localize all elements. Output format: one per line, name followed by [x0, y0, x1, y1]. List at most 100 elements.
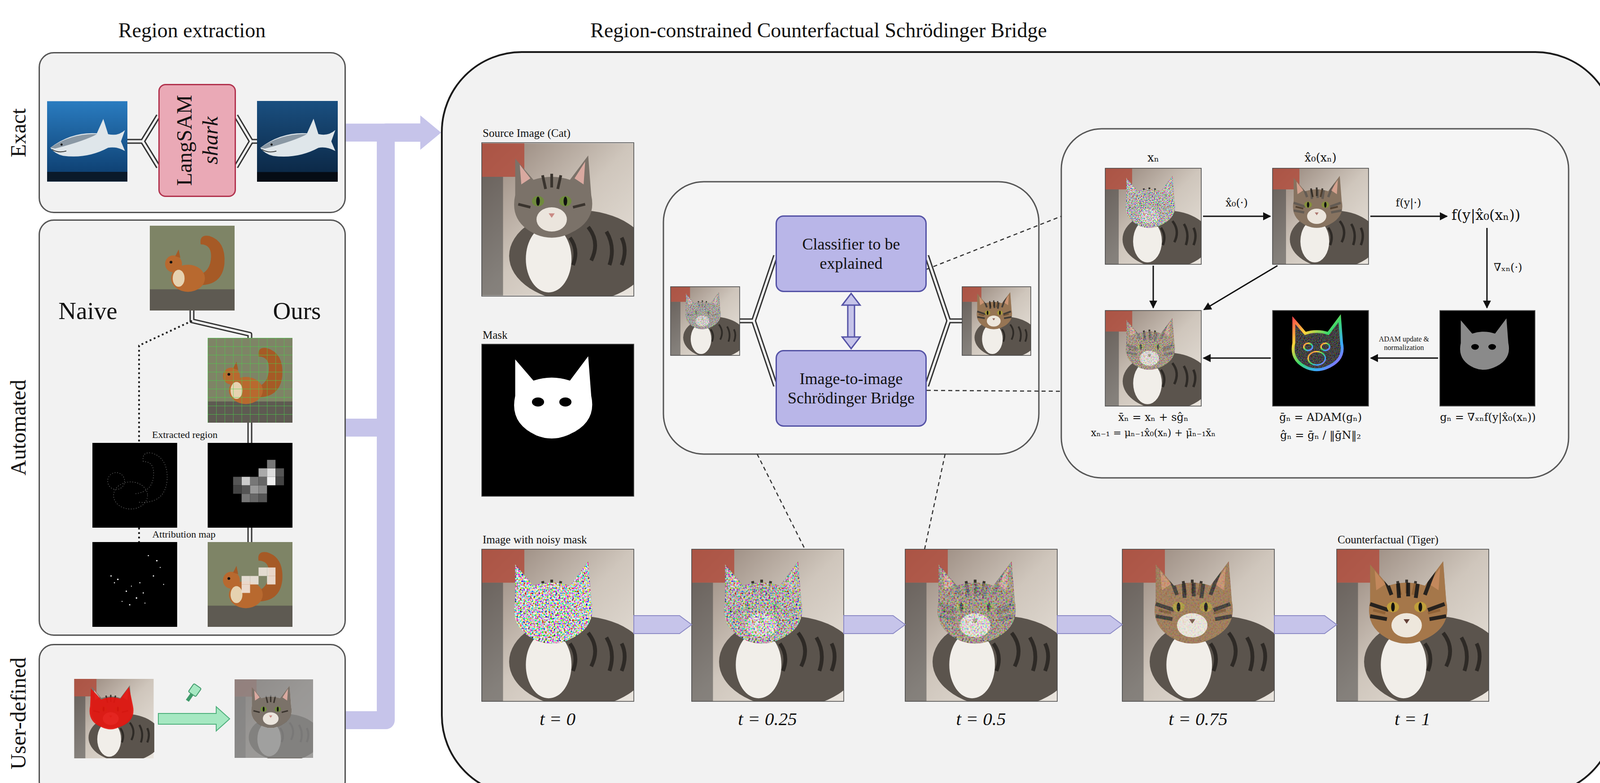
method-panel: ExactLangSAMshark — [38, 52, 346, 214]
connector — [345, 115, 441, 721]
drawing-rect — [1061, 128, 1569, 478]
drawing-path — [926, 320, 949, 386]
equation: ĝₙ = ḡₙ / ‖ḡN‖₂ — [1280, 428, 1361, 442]
drawing-use — [1105, 168, 1202, 265]
drawing-path — [753, 320, 776, 386]
drawing-path — [138, 527, 140, 542]
drawing-rect — [38, 643, 346, 783]
connector-bar — [848, 304, 855, 338]
math-label: f(y|x̂₀(xₙ)) — [1451, 206, 1521, 224]
drawing-polygon — [843, 615, 906, 634]
panel-heading: User-defined — [6, 657, 31, 770]
drawing-use — [1336, 549, 1505, 708]
label-holder: Image with noisy mask — [482, 532, 588, 547]
drawing-use — [207, 541, 293, 627]
label-holder: Source Image (Cat) — [482, 126, 571, 140]
drawing-use — [1439, 310, 1535, 406]
drawing-path — [235, 141, 252, 167]
method-name: Ours — [273, 296, 322, 325]
text-holder: Classifier to be explained — [785, 234, 917, 273]
drawing-path — [248, 527, 252, 542]
images — [47, 100, 1535, 762]
drawing-path — [739, 255, 776, 321]
image-caption: Source Image (Cat) — [482, 126, 571, 140]
drawing-path — [926, 255, 963, 321]
drawing-rect — [1105, 310, 1202, 406]
text-holder: Exact — [5, 108, 31, 157]
drawing-rect — [1105, 168, 1202, 265]
panel-grounds — [38, 51, 1600, 783]
drawing-use — [1272, 168, 1369, 265]
math-label: f(y|·) — [1395, 196, 1422, 210]
drawing-use — [149, 225, 235, 311]
time-step: t = 0.5 — [956, 708, 1007, 729]
label-holder: x̂₀(·) — [1225, 196, 1248, 210]
drawing-path — [1203, 357, 1271, 359]
box-text: Image-to-image Schrödinger Bridge — [785, 368, 917, 408]
drawing-use — [207, 442, 293, 528]
time-step: t = 0.25 — [737, 708, 797, 729]
drawing-use — [47, 101, 128, 182]
text-holder: User-defined — [5, 657, 31, 770]
arrow-head — [842, 293, 861, 306]
pipeline-panel: Region-constrained Counterfactual Schröd… — [440, 51, 1600, 783]
equation: ḡₙ = ADAM(gₙ) — [1279, 410, 1362, 424]
image-caption: Mask — [482, 328, 508, 341]
text-holder: Image-to-image Schrödinger Bridge — [785, 368, 917, 408]
drawing-rect — [481, 344, 634, 497]
drawing-path — [926, 216, 1062, 270]
drawing-path — [1370, 357, 1439, 359]
drawing-use — [1272, 168, 1378, 269]
drawing-use — [962, 286, 1031, 356]
drawing-path — [1152, 265, 1155, 308]
drawing-use — [691, 549, 844, 702]
label-holder: t = 0.5 — [956, 707, 1007, 730]
drawing-use — [92, 541, 178, 627]
drawing-path — [235, 115, 258, 142]
method-panel: User-defined — [38, 643, 346, 783]
drawing-use — [1336, 549, 1489, 702]
panel-heading: Region-constrained Counterfactual Schröd… — [590, 18, 1047, 42]
drawing-rect — [185, 693, 194, 702]
drawing-use — [234, 679, 322, 761]
drawing-use — [1105, 168, 1211, 269]
image-caption: Image with noisy mask — [482, 533, 588, 546]
drawing-path — [247, 527, 253, 542]
drawing-rect — [1122, 549, 1275, 702]
drawing-path — [127, 115, 159, 142]
label-holder: gₙ = ∇ₓₙf(y|x̂₀(xₙ)) — [1439, 410, 1536, 424]
drawing-use — [481, 549, 634, 702]
drawing-path — [139, 320, 192, 443]
drawing-path — [235, 141, 252, 167]
math-label: xₙ — [1147, 150, 1160, 165]
model-name: LangSAM — [171, 95, 198, 187]
drawing-polygon — [633, 615, 692, 634]
method-panel: Automated — [38, 219, 346, 636]
drawing-path — [127, 115, 159, 142]
drawing-rect — [1336, 549, 1489, 702]
drawing-rect — [691, 549, 844, 702]
label-holder: t = 0 — [539, 707, 576, 730]
label-holder: t = 0.75 — [1168, 707, 1228, 730]
time-step: t = 0.75 — [1168, 708, 1228, 729]
panel-heading: Exact — [6, 108, 31, 157]
drawing-rect — [663, 181, 1039, 454]
drawing-rect — [38, 219, 346, 636]
label-holder: x̂₀(xₙ) — [1304, 150, 1337, 165]
drawing-use — [671, 286, 740, 356]
user-annotation — [158, 683, 230, 731]
step-note: ADAM update & normalization — [1378, 335, 1430, 352]
column-heading: Region extraction — [118, 18, 266, 42]
arrow-head — [842, 336, 861, 349]
math-label: x̂₀(xₙ) — [1304, 150, 1337, 165]
label-holder: Extracted region — [152, 428, 218, 441]
text-holder: Automated — [5, 379, 31, 476]
prompt-word: shark — [197, 95, 224, 187]
drawing-use — [234, 679, 314, 758]
drawing-use — [691, 549, 859, 708]
box-text: Classifier to be explained — [785, 234, 917, 273]
drawing-rect — [962, 286, 1031, 356]
drawing-path — [142, 141, 159, 167]
drawing-path — [1203, 265, 1278, 310]
